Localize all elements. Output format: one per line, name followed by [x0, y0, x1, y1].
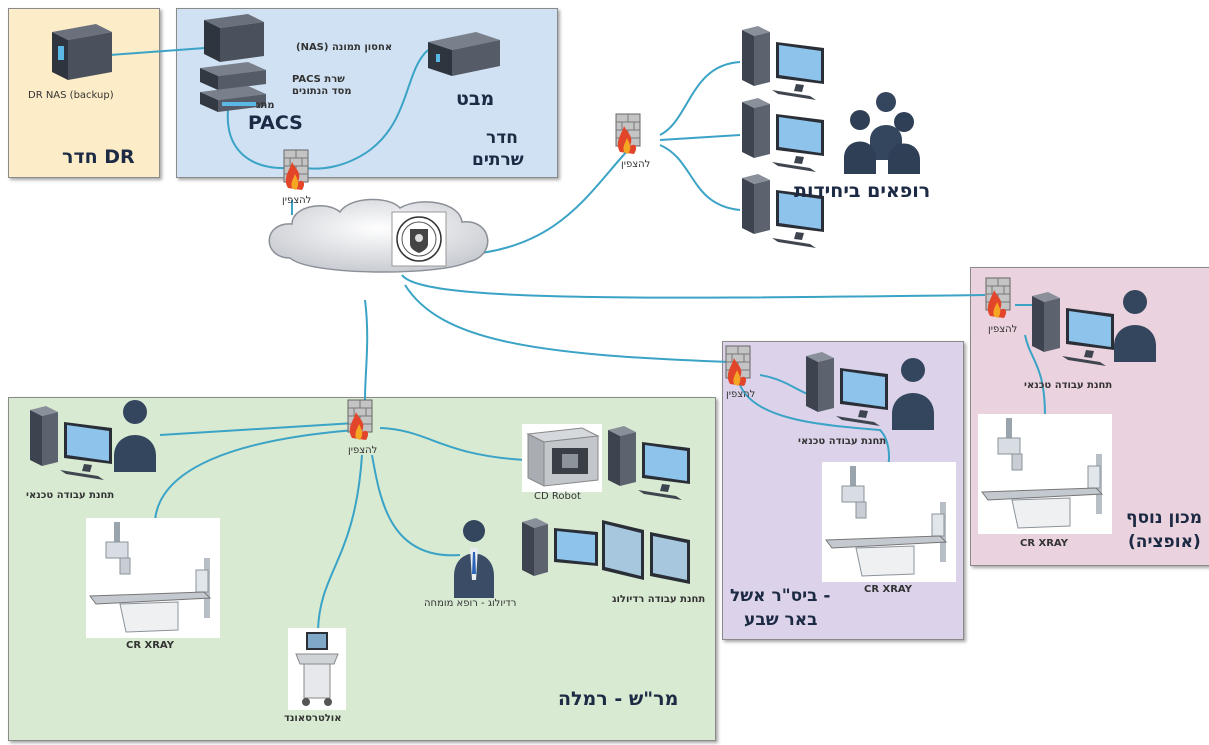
desktop-pc-icon: [1032, 292, 1114, 366]
link-fw-pc2: [659, 134, 741, 141]
firewall-label: להצפין: [726, 389, 756, 400]
mabat-server-icon: [428, 32, 500, 76]
link-fw-pc3: [659, 144, 741, 211]
ultrasound-label: אולטרסאונד: [284, 713, 342, 724]
ramla-title: מר"ש - רמלה: [558, 688, 679, 710]
link-pacs-firewall: [226, 109, 291, 170]
firewall-icon: [283, 149, 309, 190]
technician-person-icon: [1114, 290, 1156, 362]
link-ramla-cr: [154, 429, 356, 521]
pacs-server-db-label: מסד הנתונים: [292, 86, 352, 97]
firewall-icon: [347, 399, 373, 440]
ramla-ws-label: תחנת עבודה טכנאי: [26, 490, 115, 501]
dr-room-title: חדר DR: [62, 146, 135, 168]
desktop-pc-icon: [742, 174, 824, 248]
desktop-pc-icon: [742, 98, 824, 172]
server-room-title-1: חדר: [486, 128, 518, 148]
firewall-label: להצפין: [621, 159, 651, 170]
technician-person-icon: [114, 400, 156, 472]
ultrasound-device-icon: [288, 628, 346, 710]
cd-robot-icon: [522, 424, 602, 492]
firewall-icon: [725, 345, 751, 386]
beersheva-title-2: באר שבע: [744, 610, 818, 630]
ramla-cr-label: CR XRAY: [126, 640, 174, 651]
nas-server-icon: [52, 24, 112, 80]
extra-cr-label: CR XRAY: [1020, 538, 1068, 549]
beersheva-ws-label: תחנת עבודה טכנאי: [798, 436, 887, 447]
desktop-pc-icon: [30, 406, 112, 480]
link-ramla-ws: [159, 422, 356, 436]
dr-nas-label: DR NAS (backup): [28, 90, 114, 101]
pacs-server-label: PACS שרת: [292, 74, 345, 85]
link-bs-cr: [739, 384, 890, 466]
physicians-title: רופאים ביחידות: [794, 180, 931, 202]
link-cloud-ramla: [364, 299, 369, 401]
link-ramla-radiologist: [371, 454, 461, 557]
technician-person-icon: [892, 358, 934, 430]
radiologist-person-icon: [454, 520, 494, 598]
extra-title-2: (אופציה): [1128, 532, 1201, 552]
cr-xray-photo: [978, 414, 1112, 534]
extra-title-1: מכון נוסף: [1126, 508, 1203, 528]
cr-xray-photo: [86, 518, 220, 638]
people-group-icon: [844, 92, 920, 174]
desktop-pc-icon: [742, 26, 824, 100]
desktop-pc-icon: [806, 352, 888, 426]
link-cloud-beersheva: [404, 284, 731, 363]
radiologist-label: רדיולוג - רופא מומחה: [424, 598, 517, 609]
radiology-station-label: תחנת עבודה רדיולוג: [612, 594, 706, 605]
radiology-station-icon: [522, 518, 690, 584]
firewall-icon: [615, 113, 641, 154]
extra-ws-label: תחנת עבודה טכנאי: [1024, 380, 1113, 391]
server-room-title-2: שרתים: [472, 150, 524, 170]
link-ramla-cdrobot: [379, 427, 526, 461]
desktop-pc-icon: [608, 426, 690, 500]
firewall-label: להצפין: [988, 324, 1018, 335]
pacs-server-stack-icon: [200, 14, 266, 112]
nas-storage-label: (NAS) אחסון תמונה: [296, 42, 393, 53]
link-dr-nas-pacs: [109, 47, 206, 56]
cd-robot-label: CD Robot: [534, 491, 581, 502]
link-ramla-us: [317, 454, 363, 631]
firewall-label: להצפין: [282, 195, 312, 206]
switch-label: מתג: [256, 100, 275, 111]
link-cloud-physicians: [459, 147, 631, 256]
beersheva-title-1: - ביס"ר אשל: [730, 586, 831, 606]
link-mabat-firewall: [304, 49, 429, 170]
network-cloud: [268, 198, 489, 273]
link-fw-pc1: [659, 61, 741, 136]
police-emblem-icon: [391, 211, 447, 267]
cr-xray-photo: [822, 462, 956, 582]
firewall-icon: [985, 277, 1011, 318]
mabat-label: מבט: [456, 88, 495, 110]
link-cloud-extra: [401, 274, 986, 299]
pacs-title: PACS: [248, 112, 303, 134]
firewall-label: להצפין: [348, 445, 378, 456]
link-ex-cr: [1024, 334, 1046, 416]
beersheva-cr-label: CR XRAY: [864, 584, 912, 595]
